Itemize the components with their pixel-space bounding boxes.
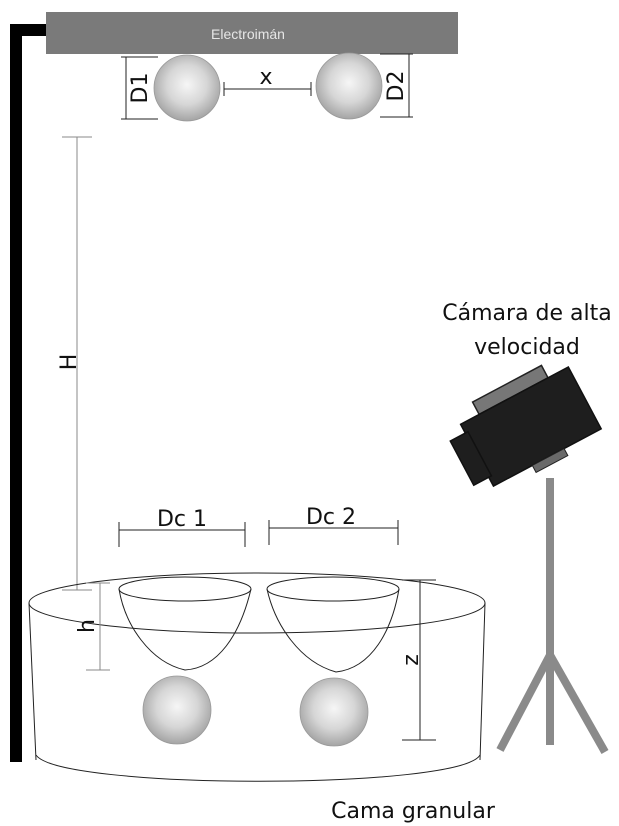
dc1-dimension: Dc 1 (118, 507, 246, 547)
electromagnet-label: Electroimán (211, 26, 285, 42)
bed-left-wall (28, 602, 37, 761)
bed-right-wall (479, 602, 486, 761)
d2-dimension: D2 (380, 53, 413, 118)
crater-2 (266, 576, 400, 673)
support-stand (10, 24, 48, 762)
granular-bed-label: Cama granular (331, 799, 496, 824)
d2-label: D2 (384, 71, 409, 102)
stand-pole (10, 24, 22, 762)
camera-mount (531, 447, 569, 474)
x-label: x (259, 65, 272, 90)
camera-label-line2: velocidad (474, 335, 580, 360)
sphere-1 (153, 54, 221, 122)
tripod-leg-left (496, 653, 554, 752)
dc2-dimension: Dc 2 (268, 505, 399, 545)
tripod (496, 478, 609, 754)
h-height-dimension: H (57, 136, 92, 591)
sphere-2 (315, 52, 383, 120)
dc2-label: Dc 2 (306, 505, 356, 530)
buried-sphere-1 (142, 675, 212, 745)
camera-label-line1: Cámara de alta (442, 301, 611, 326)
camera-lens (449, 430, 493, 487)
crater-1 (118, 576, 252, 671)
tripod-leg-right (546, 653, 609, 754)
stand-arm (10, 24, 48, 36)
d1-label: D1 (128, 73, 153, 104)
h-depth-dimension: h (75, 582, 110, 671)
z-dimension: z (399, 579, 436, 741)
electromagnet-bar (46, 12, 458, 54)
bed-bottom-rim (35, 754, 481, 782)
buried-sphere-2 (299, 677, 369, 747)
d1-dimension: D1 (121, 56, 158, 120)
dc1-label: Dc 1 (157, 507, 207, 532)
h-height-label: H (57, 354, 82, 371)
x-dimension: x (223, 65, 312, 96)
granular-bed (28, 572, 486, 782)
camera-label: Cámara de alta velocidad (442, 301, 611, 360)
electromagnet: Electroimán (46, 12, 458, 54)
h-depth-label: h (75, 619, 100, 633)
z-label: z (399, 654, 424, 666)
high-speed-camera (449, 364, 603, 488)
